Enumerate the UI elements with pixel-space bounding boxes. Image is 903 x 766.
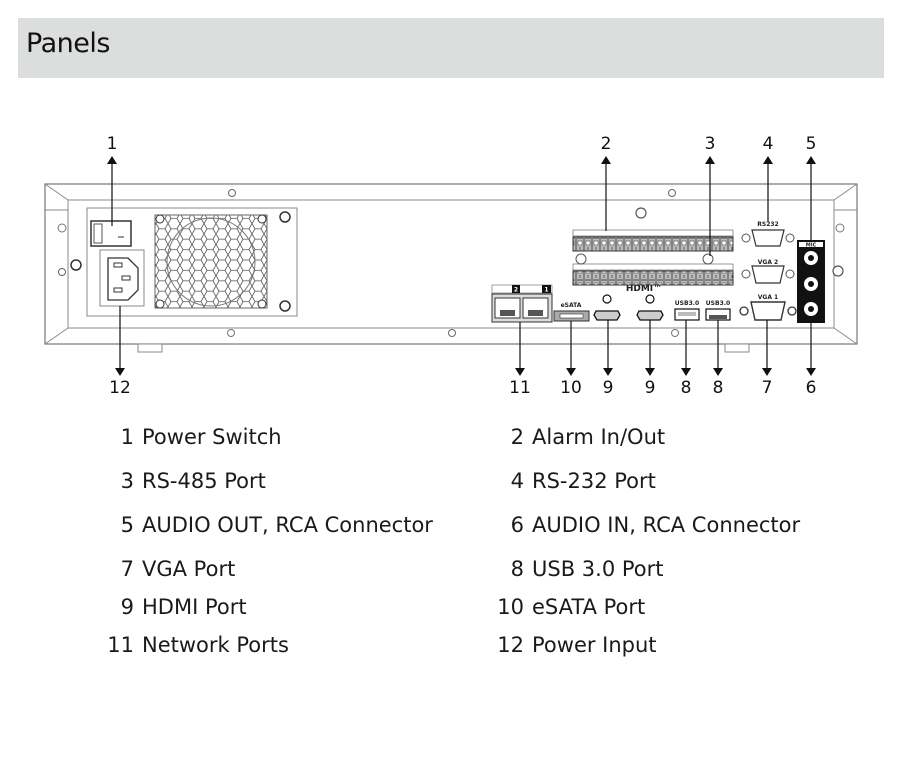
callout-6: 6	[806, 378, 817, 398]
section-header: Panels	[18, 18, 884, 78]
vga1-port: VGA 1	[739, 294, 797, 321]
vga2-label: VGA 2	[758, 259, 778, 266]
network-ports: 2 1	[491, 284, 553, 323]
lan1-label: 1	[544, 287, 548, 294]
callout-12: 12	[109, 378, 131, 398]
callout-5: 5	[806, 134, 817, 154]
page-title: Panels	[26, 28, 110, 59]
callout-3: 3	[705, 134, 716, 154]
lan2-label: 2	[514, 287, 518, 294]
callouts-bottom: 12 11 10 9 9 8 8 7 6	[109, 306, 816, 398]
fan-grille	[154, 214, 268, 309]
usb-port-a: USB3.0	[674, 300, 700, 321]
callout-9b: 9	[645, 378, 656, 398]
callout-4: 4	[763, 134, 774, 154]
rs485-port	[702, 253, 714, 265]
callouts-top: 1 2 3 4 5	[107, 134, 817, 256]
audio-panel: MIC	[797, 240, 825, 323]
callout-11: 11	[509, 378, 531, 398]
rs232-label: RS232	[757, 221, 778, 228]
hdmi-port-1	[636, 294, 664, 321]
callout-7: 7	[762, 378, 773, 398]
callout-2: 2	[601, 134, 612, 154]
usb-port-b: USB3.0	[705, 300, 731, 321]
callout-8b: 8	[713, 378, 724, 398]
callout-1: 1	[107, 134, 118, 154]
rs232-port: RS232	[741, 221, 795, 247]
power-input	[99, 249, 145, 307]
mic-label: MIC	[806, 243, 817, 249]
callout-10: 10	[560, 378, 582, 398]
callout-9a: 9	[603, 378, 614, 398]
vga1-label: VGA 1	[758, 294, 778, 301]
usb-b-label: USB3.0	[706, 300, 730, 307]
vga2-port: VGA 2	[741, 259, 795, 284]
psu-module	[86, 207, 298, 317]
callout-8a: 8	[681, 378, 692, 398]
usb-a-label: USB3.0	[675, 300, 699, 307]
rear-panel-diagram: 2 1 eSATA HDMI™ USB3.0	[0, 100, 903, 410]
alarm-terminal-blocks	[572, 229, 734, 286]
hdmi-port-2	[593, 294, 621, 321]
esata-label: eSATA	[561, 302, 582, 309]
hdmi-logo: HDMI™	[626, 284, 662, 294]
